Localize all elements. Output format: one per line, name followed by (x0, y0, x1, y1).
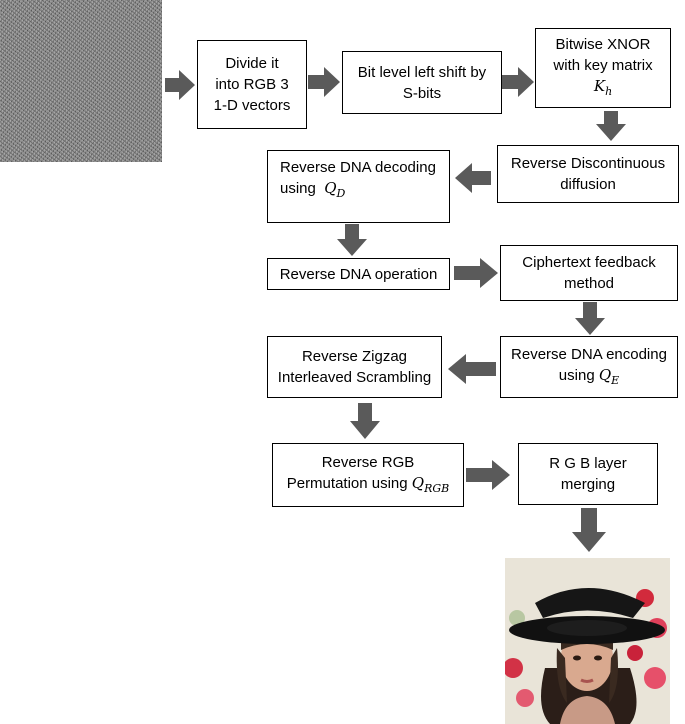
dna-operation-box: Reverse DNA operation (267, 258, 450, 290)
discont-line-2: diffusion (560, 176, 616, 193)
merge-line-1: R G B layer (549, 455, 627, 472)
rgb-permutation-box: Reverse RGB Permutation using QRGB (272, 443, 464, 507)
rgb-perm-sub: RGB (424, 481, 450, 495)
xnor-box: Bitwise XNOR with key matrix Kh (535, 28, 671, 108)
rgb-perm-sym: Q (411, 473, 425, 492)
ciphertext-feedback-box: Ciphertext feedback method (500, 245, 678, 301)
dna-decoding-sub: D (336, 187, 346, 200)
rgb-perm-line-1: Reverse RGB (321, 453, 415, 471)
xnor-line-1: Bitwise XNOR (555, 36, 651, 53)
portrait-illustration (505, 558, 670, 724)
xnor-sym: K (593, 77, 606, 95)
arrow-down-icon (572, 508, 606, 552)
arrow-down-icon (575, 302, 605, 335)
xnor-key-symbol: Kh (553, 76, 652, 102)
arrow-right-icon (165, 70, 195, 100)
decrypted-photo (505, 558, 670, 724)
xnor-sub: h (605, 85, 613, 98)
dna-encoding-sym: Q (598, 365, 612, 384)
divide-line-2: into RGB 3 (215, 76, 289, 93)
arrow-left-icon (448, 354, 496, 384)
dna-operation-label: Reverse DNA operation (279, 265, 438, 283)
arrow-right-icon (502, 67, 534, 97)
arrow-left-icon (455, 163, 491, 193)
xnor-line-2: with key matrix (553, 57, 653, 74)
arrow-down-icon (337, 224, 367, 256)
shift-line-2: S-bits (402, 84, 442, 102)
dna-encoding-using: using (558, 366, 595, 384)
divide-line-3: 1-D vectors (213, 97, 291, 114)
arrow-right-icon (466, 460, 510, 490)
arrow-right-icon (454, 258, 498, 288)
dna-decoding-line-2: using QD (280, 178, 436, 204)
encrypted-image (0, 0, 162, 162)
rgb-merging-box: R G B layer merging (518, 443, 658, 505)
bit-shift-box: Bit level left shift by S-bits (342, 51, 502, 114)
dna-encoding-box: Reverse DNA encoding using QE (500, 336, 678, 398)
dna-decoding-box: Reverse DNA decoding using QD (267, 150, 450, 223)
discont-line-1: Reverse Discontinuous (510, 155, 666, 172)
dna-encoding-sub: E (611, 373, 620, 387)
zigzag-scrambling-box: Reverse Zigzag Interleaved Scrambling (267, 336, 442, 398)
feedback-line-2: method (563, 275, 615, 292)
dna-encoding-line-1: Reverse DNA encoding (511, 345, 667, 363)
divide-rgb-box: Divide it into RGB 3 1-D vectors (197, 40, 307, 129)
divide-line-1: Divide it (225, 55, 279, 72)
dna-encoding-line-2: using QE (511, 365, 667, 391)
dna-decoding-line-1: Reverse DNA decoding (280, 159, 436, 176)
rgb-perm-line-2: Permutation using QRGB (287, 473, 450, 499)
arrow-down-icon (596, 111, 626, 141)
zigzag-line-2: Interleaved Scrambling (277, 369, 432, 386)
arrow-right-icon (308, 67, 340, 97)
shift-line-1: Bit level left shift by (357, 63, 487, 81)
dna-decoding-using: using (280, 180, 316, 197)
merge-line-2: merging (560, 476, 616, 493)
feedback-line-1: Ciphertext feedback (522, 254, 656, 271)
dna-decoding-sym: Q (324, 179, 337, 197)
discontinuous-diffusion-box: Reverse Discontinuous diffusion (497, 145, 679, 203)
arrow-down-icon (350, 403, 380, 439)
rgb-perm-using: Permutation using (286, 474, 408, 492)
zigzag-line-1: Reverse Zigzag (301, 348, 408, 365)
